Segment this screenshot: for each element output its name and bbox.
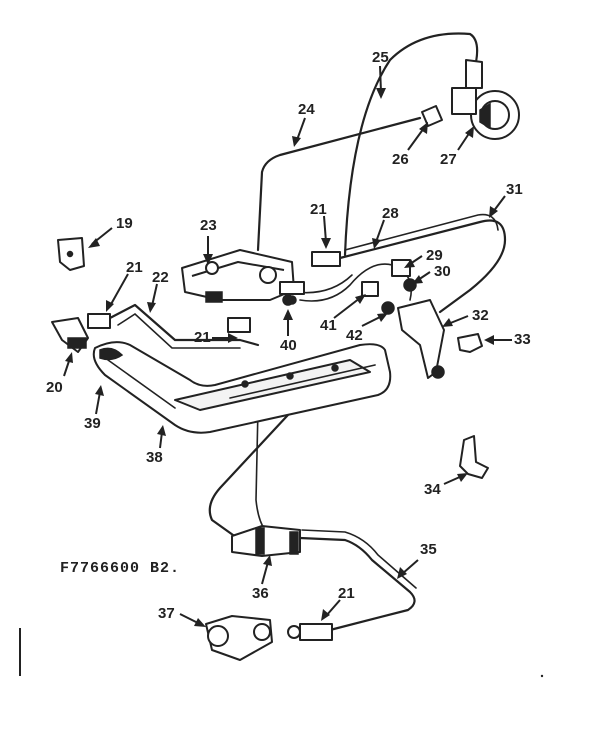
callout-23: 23 <box>200 217 217 234</box>
callout-35: 35 <box>420 541 437 558</box>
callout-21-left: 21 <box>126 259 143 276</box>
leader-arrows <box>63 65 512 627</box>
fitting-30 <box>403 278 417 292</box>
nut-21d <box>299 623 333 641</box>
tube-35-right <box>298 536 416 632</box>
clip-33 <box>457 333 483 353</box>
valve-36 <box>231 525 301 557</box>
callout-22: 22 <box>152 269 169 286</box>
nut-21a <box>87 313 111 329</box>
bulb-26 <box>421 105 443 127</box>
callout-21-lower: 21 <box>338 585 355 602</box>
tube-35 <box>208 400 302 542</box>
callout-41: 41 <box>320 317 337 334</box>
callout-34: 34 <box>424 481 441 498</box>
callout-27: 27 <box>440 151 457 168</box>
callout-30: 30 <box>434 263 451 280</box>
fitting-40 <box>282 294 294 306</box>
manifold-38 <box>92 341 392 434</box>
callout-29: 29 <box>426 247 443 264</box>
callout-25: 25 <box>372 49 389 66</box>
callout-32: 32 <box>472 307 489 324</box>
callout-labels: 19 20 21 21 21 21 22 23 24 25 26 27 28 2… <box>46 49 531 622</box>
callout-33: 33 <box>514 331 531 348</box>
callout-21-mid: 21 <box>194 329 211 346</box>
fitting-29 <box>391 259 411 277</box>
callout-20: 20 <box>46 379 63 396</box>
fitting-42 <box>381 301 395 315</box>
callout-24: 24 <box>298 101 315 118</box>
fittings <box>51 237 489 661</box>
callout-40: 40 <box>280 337 297 354</box>
callout-39: 39 <box>84 415 101 432</box>
callout-21-upper: 21 <box>310 201 327 218</box>
callout-42: 42 <box>346 327 363 344</box>
callout-37: 37 <box>158 605 175 622</box>
tube-24 <box>256 116 422 252</box>
speck <box>540 674 544 678</box>
fitting-41 <box>361 281 379 297</box>
callout-36: 36 <box>252 585 269 602</box>
gas-valve-23 <box>181 249 305 305</box>
figure-id: F7766600 B2. <box>60 560 180 577</box>
tube-25 <box>343 32 479 257</box>
callout-19: 19 <box>116 215 133 232</box>
nut-21c <box>311 251 341 267</box>
callout-26: 26 <box>392 151 409 168</box>
callout-38: 38 <box>146 449 163 466</box>
nut-21b <box>227 317 251 333</box>
callout-31: 31 <box>506 181 523 198</box>
thermostat-27 <box>451 59 520 140</box>
tubing <box>108 32 507 632</box>
tube-31 <box>338 219 507 314</box>
bracket-34 <box>459 435 489 479</box>
callout-28: 28 <box>382 205 399 222</box>
tube-22 <box>108 303 260 347</box>
